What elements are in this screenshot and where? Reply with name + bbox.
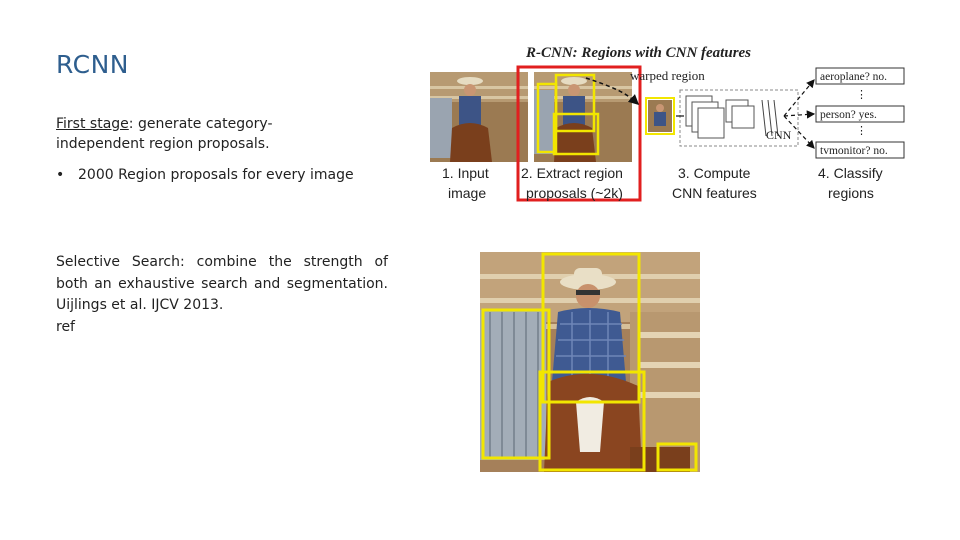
bullet-text: 2000 Region proposals for every image	[78, 167, 354, 183]
input-image-thumbnail	[430, 72, 528, 162]
svg-text:1. Input: 1. Input	[442, 165, 489, 181]
step-label: Extract region	[537, 165, 623, 181]
slide-title: RCNN	[56, 50, 129, 79]
svg-text:4. Classify: 4. Classify	[818, 165, 883, 181]
proposal-box	[541, 252, 641, 404]
cowboy-photo-with-proposals	[480, 252, 700, 472]
step-label: CNN features	[672, 185, 757, 201]
step-label: proposals (~2k)	[526, 185, 623, 201]
diagram-title: R-CNN: Regions with CNN features	[525, 45, 751, 61]
first-stage-description-line2: independent region proposals.	[56, 136, 270, 152]
ref-link[interactable]: ref	[56, 318, 75, 335]
step-label: regions	[828, 185, 874, 201]
svg-text:3. Compute: 3. Compute	[678, 165, 751, 181]
step-number: 4.	[818, 165, 830, 181]
output-label: person? yes.	[820, 109, 877, 121]
step-number: 3.	[678, 165, 690, 181]
step-number: 2.	[521, 165, 533, 181]
warped-region-label: warped region	[630, 68, 705, 83]
proposal-box	[538, 370, 646, 472]
step-label: image	[448, 185, 486, 201]
selective-search-line1: Selective Search: combine the strength o…	[56, 254, 388, 270]
citation-text: Uijlings et al. IJCV 2013.	[56, 297, 224, 313]
output-label: tvmonitor? no.	[820, 145, 888, 157]
proposal-box	[481, 308, 551, 460]
first-stage-description: : generate category-	[128, 116, 273, 132]
step-label: Compute	[694, 165, 751, 181]
proposal-box	[552, 112, 600, 156]
proposal-box	[656, 442, 698, 472]
warp-arrow	[585, 77, 640, 106]
selective-search-line2: both an exhaustive search and segmentati…	[56, 275, 388, 292]
svg-text:⋮: ⋮	[856, 125, 867, 137]
first-stage-text: First stage: generate category- independ…	[56, 114, 356, 154]
extract-highlight-frame	[516, 65, 642, 202]
proposal-box	[536, 82, 558, 154]
first-stage-label: First stage	[56, 116, 129, 132]
step-captions: 1. Input image 2. Extract region proposa…	[442, 165, 883, 201]
bullet-symbol: •	[56, 167, 65, 183]
step-number: 1.	[442, 165, 454, 181]
selective-search-block: Selective Search: combine the strength o…	[56, 252, 388, 338]
cnn-network	[676, 79, 816, 149]
svg-text:⋮: ⋮	[856, 89, 867, 101]
output-label: aeroplane? no.	[820, 71, 887, 83]
warped-region-image	[645, 97, 675, 135]
classifier-outputs: aeroplane? no. ⋮ person? yes. ⋮ tvmonito…	[815, 67, 905, 159]
cnn-label: CNN	[766, 128, 792, 142]
region-proposals-panel	[534, 72, 632, 162]
step-label: Classify	[834, 165, 883, 181]
bullet-item: • 2000 Region proposals for every image	[56, 165, 354, 185]
step-label: Input	[458, 165, 489, 181]
rcnn-pipeline-diagram: R-CNN: Regions with CNN features warped …	[430, 45, 905, 202]
svg-text:2. Extract region: 2. Extract region	[521, 165, 623, 181]
